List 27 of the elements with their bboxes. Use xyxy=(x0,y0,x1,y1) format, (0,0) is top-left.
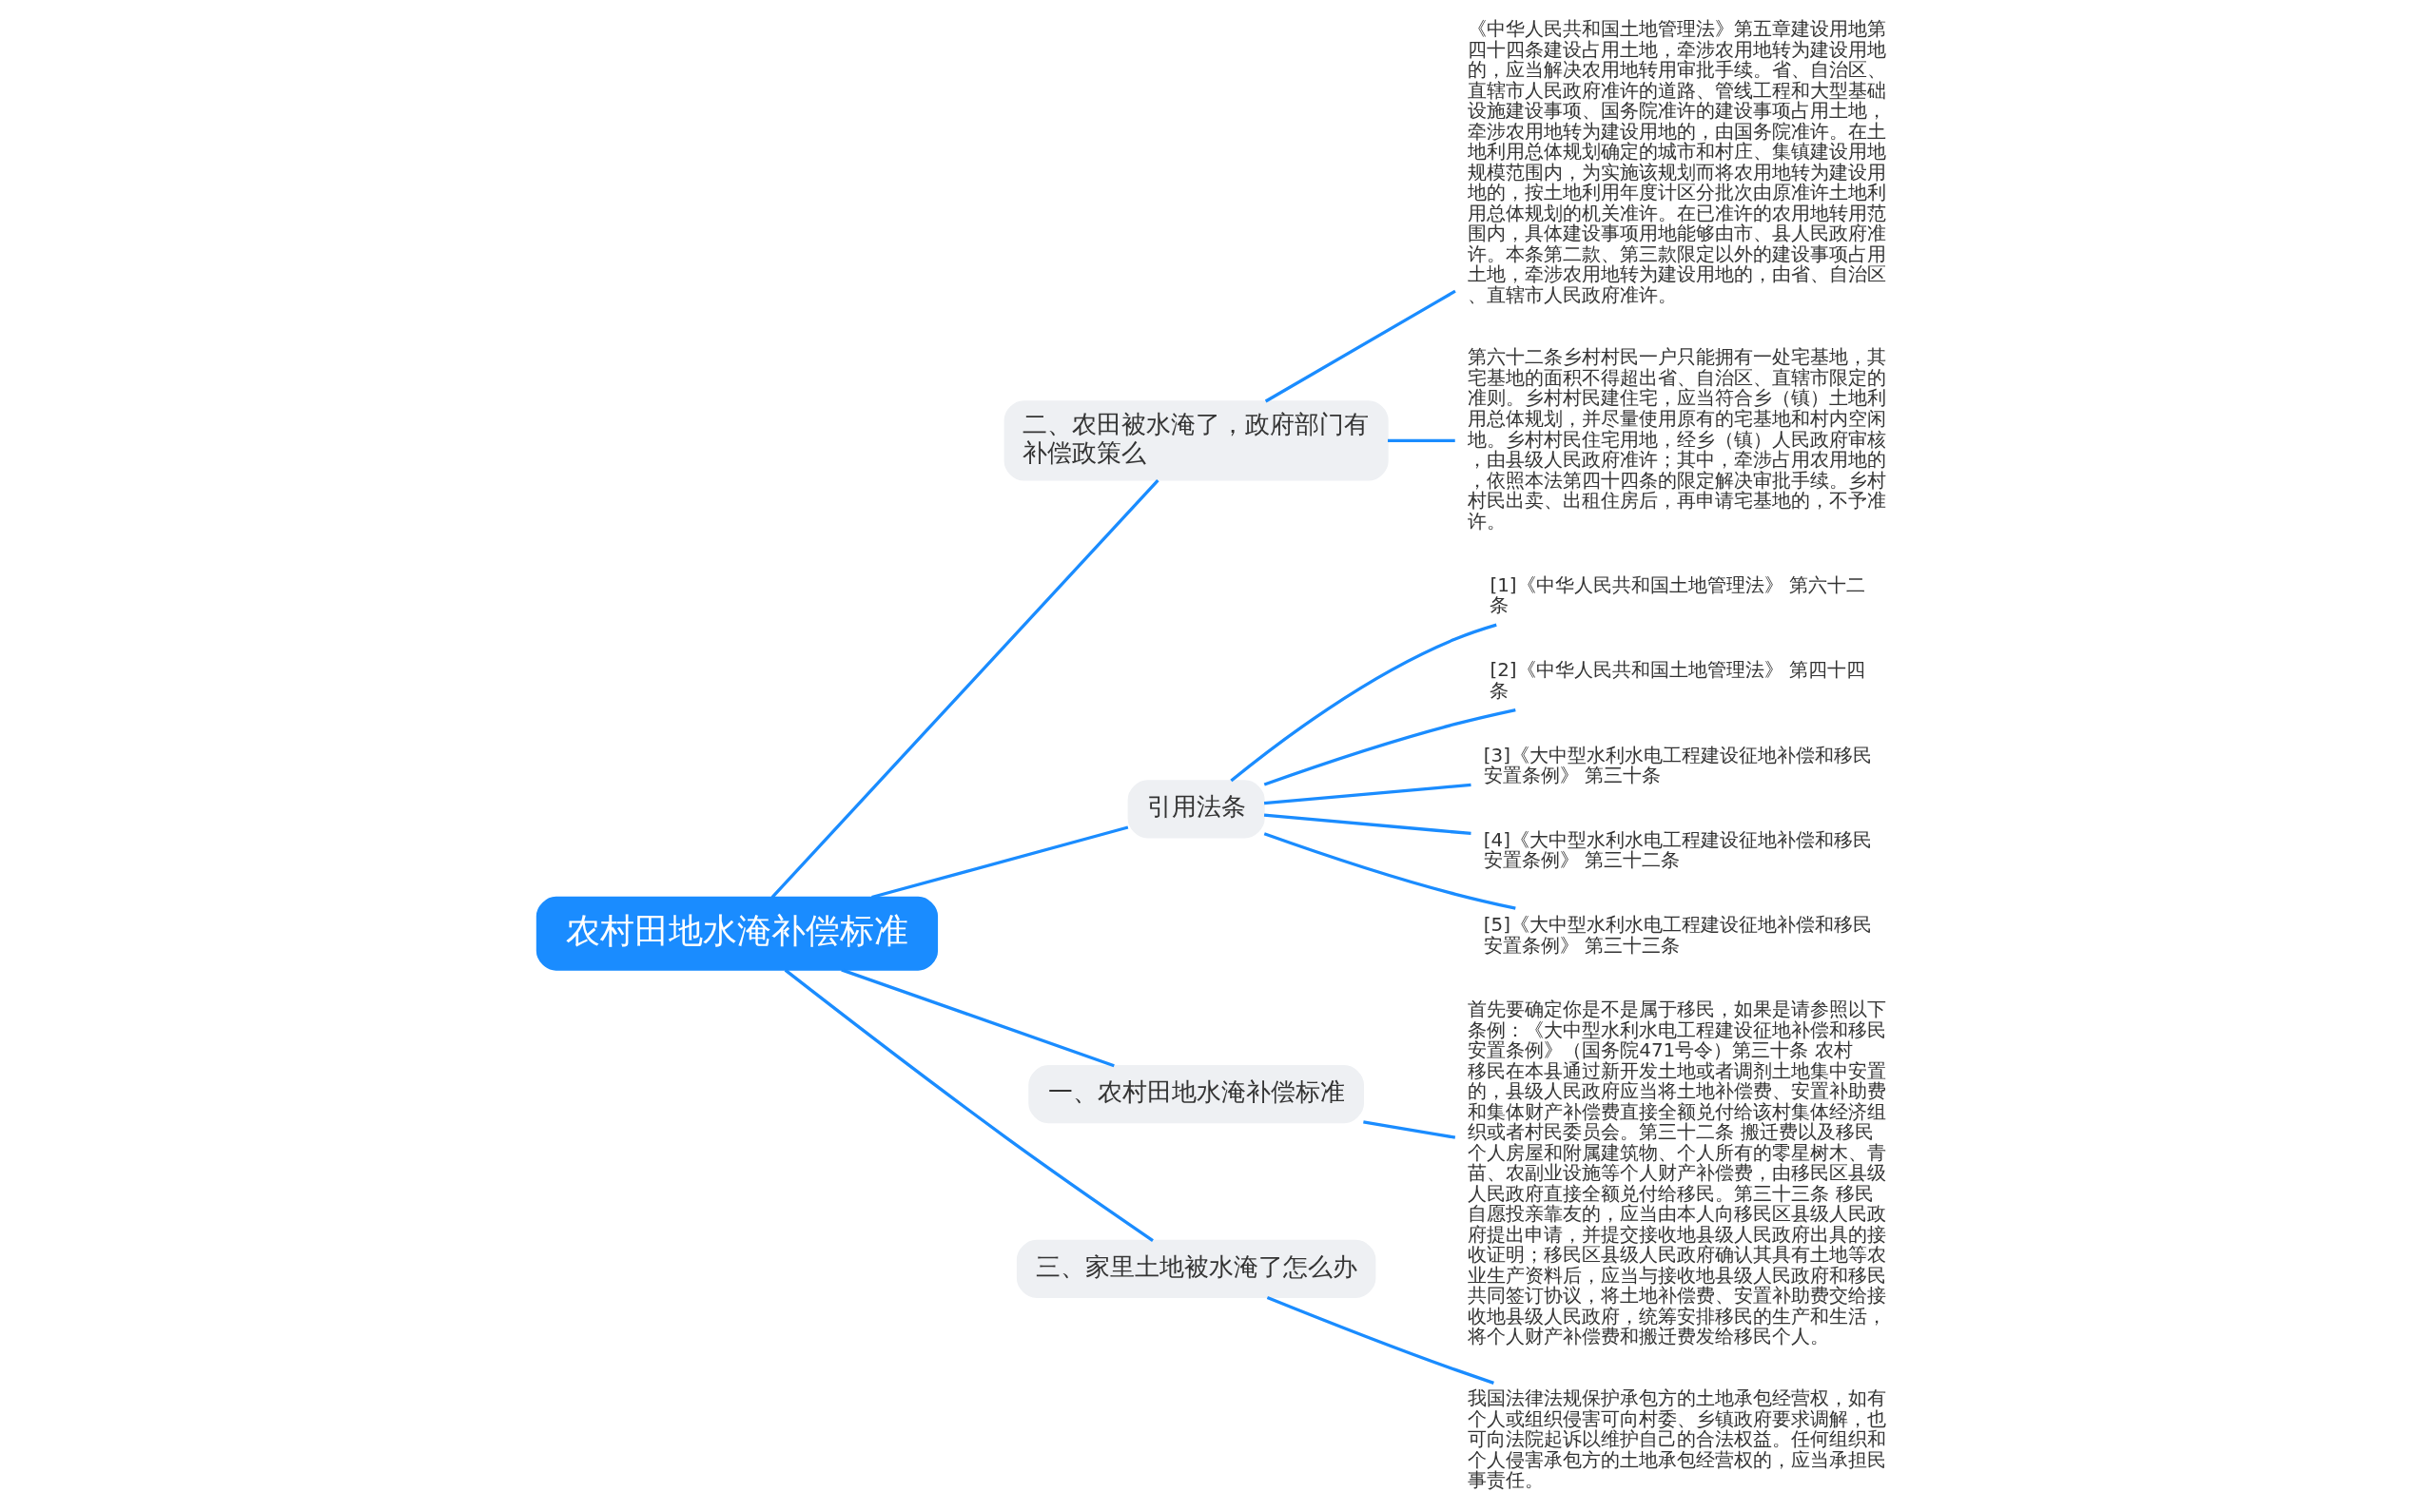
node-text: 《中华人民共和国土地管理法》第五章建设用地第四十四条建设占用土地，牵涉农用地转为建设用地的，应当解决农用地转用审批手续。省、自治区、直辖市人民政府准许的道路、管线工程和大型基础设施建设事项、国务院准许的建设事项占用土地，牵涉农用地转为建设用地的，由国务院准许。在土地利用总体规划确定的城市和村庄、集镇建设用地规模范围内，为实施该规划而将农用地转为建设用地的，按土地利用年度计区分批次由原准许土地利用总体规划的机关准许。在已准许的农用地转用范围内，具体建设事项用地能够由市、县人民政府准许。本条第二款、第三款限定以外的建设事项占用土地，牵涉农用地转为建设用地的，由省、自治区、直辖市人民政府准许。 xyxy=(1468,18,1887,307)
node-text: 我国法律法规保护承包方的土地承包经营权，如有个人或组织侵害可向村委、乡镇政府要求调解，也可向法院起诉以维护自己的合法权益。任何组织和个人侵害承包方的土地承包经营权的，应当承担民事责任。 xyxy=(1468,1387,1887,1492)
node-text: 首先要确定你是不是属于移民，如果是请参照以下条例：《大中型水利水电工程建设征地补偿和移民安置条例》（国务院471号令）第三十条 农村移民在本县通过新开发土地或者调剂土地集中安置的，县级人民政府应当将土地补偿费、安置补助费和集体财产补偿费直接全额兑付给该村集体经济组织或者村民委员会。第三十二条 搬迁费以及移民个人房屋和附属建筑物、个人所有的零星树木、青苗、农副业设施等个人财产补偿费，由移民区县级人民政府直接全额兑付给移民。第三十三条 移民自愿投亲靠友的，应当由本人向移民区县级人民政府提出申请，并提交接收地县级人民政府出具的接收证明；移民区县级人民政府确认其具有土地等农业生产资料后，应当与接收地县级人民政府和移民共同签订协议，将土地补偿费、安置补助费交给接收地县级人民政府，统筹安排移民的生产和生活，将个人财产补偿费和搬迁费发给移民个人。 xyxy=(1468,998,1887,1348)
connector xyxy=(1264,289,1456,403)
node-box: 农村田地水淹补偿标准 xyxy=(536,896,939,971)
connector xyxy=(784,968,1154,1242)
connector xyxy=(1266,1295,1494,1385)
connector xyxy=(1263,813,1471,836)
connector xyxy=(1230,623,1497,783)
connector xyxy=(1363,1120,1456,1139)
connector xyxy=(1263,708,1516,786)
node-box: 三、家里土地被水淹了怎么办 xyxy=(1016,1239,1376,1299)
node-box: 引用法条 xyxy=(1127,780,1265,839)
node-text: [3]《大中型水利水电工程建设征地补偿和移民安置条例》 第三十条 xyxy=(1483,744,1872,787)
connector xyxy=(1388,438,1455,443)
node-text: [1]《中华人民共和国土地管理法》 第六十二条 xyxy=(1490,573,1865,617)
connector xyxy=(841,968,1115,1068)
node-box: 一、农村田地水淹补偿标准 xyxy=(1028,1065,1364,1124)
node-text: [5]《大中型水利水电工程建设征地补偿和移民安置条例》 第三十三条 xyxy=(1483,914,1872,957)
node-text: [2]《中华人民共和国土地管理法》 第四十四条 xyxy=(1490,659,1865,702)
node-box: 二、农田被水淹了，政府部门有补偿政策么 xyxy=(1003,400,1389,481)
node-text: [4]《大中型水利水电工程建设征地补偿和移民安置条例》 第三十二条 xyxy=(1483,828,1872,872)
connector xyxy=(871,825,1129,900)
node-text: 第六十二条乡村村民一户只能拥有一处宅基地，其宅基地的面积不得超出省、自治区、直辖市限定的准则。乡村村民建住宅，应当符合乡（镇）土地利用总体规划，并尽量使用原有的宅基地和村内空闲地。乡村村民住宅用地，经乡（镇）人民政府审核，由县级人民政府准许；其中，牵涉占用农用地的，依照本法第四十四条的限定解决审批手续。乡村村民出卖、出租住房后，再申请宅基地的，不予准许。 xyxy=(1468,346,1887,533)
connector xyxy=(1263,832,1516,910)
connector xyxy=(770,479,1159,899)
connector xyxy=(1263,783,1471,805)
